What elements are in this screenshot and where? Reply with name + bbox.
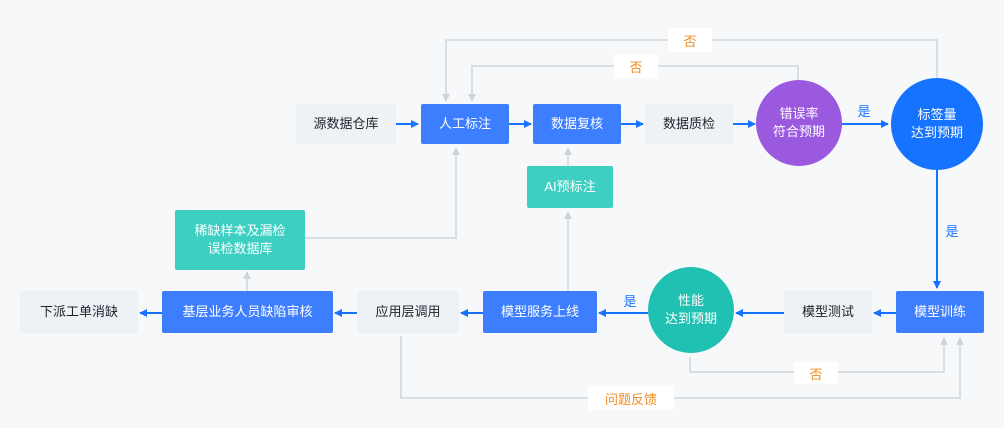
node-source-db-label: 源数据仓库 <box>313 116 379 131</box>
node-model-test: 模型测试 <box>784 291 872 333</box>
node-dispatch-text: 下派工单消缺 <box>39 304 118 319</box>
arrow-scarce-to-manual <box>305 147 460 239</box>
node-app-call: 应用层调用 <box>357 291 459 333</box>
node-app-call-text: 应用层调用 <box>375 304 441 319</box>
node-label-volume-line1: 标签量 <box>917 107 957 122</box>
node-performance-line2: 达到预期 <box>664 311 717 326</box>
node-error-rate-line2: 符合预期 <box>772 124 825 139</box>
node-performance: 性能 达到预期 <box>648 267 734 353</box>
node-data-qc: 数据质检 <box>645 104 733 144</box>
label-yes-train: 是 <box>945 223 959 239</box>
node-data-review: 数据复核 <box>533 104 621 144</box>
node-dispatch: 下派工单消缺 <box>20 291 138 333</box>
node-scarce-db: 稀缺样本及漏检 误检数据库 <box>175 210 305 270</box>
node-manual-label: 人工标注 <box>421 104 509 144</box>
node-model-test-text: 模型测试 <box>801 304 854 319</box>
loop-feedback <box>400 336 964 399</box>
label-yes-volume: 是 <box>857 103 871 119</box>
node-label-volume: 标签量 达到预期 <box>891 78 983 170</box>
node-model-deploy: 模型服务上线 <box>483 291 597 333</box>
label-no-bottom: 否 <box>794 362 838 384</box>
label-feedback: 问题反馈 <box>588 386 674 410</box>
node-error-rate: 错误率 符合预期 <box>756 80 842 166</box>
node-manual-label-text: 人工标注 <box>438 116 491 131</box>
node-source-db: 源数据仓库 <box>296 104 396 144</box>
node-data-review-text: 数据复核 <box>550 116 603 131</box>
label-no-top: 否 <box>668 28 712 52</box>
node-model-train: 模型训练 <box>896 291 984 333</box>
node-label-volume-line2: 达到预期 <box>910 125 963 140</box>
node-grassroots-audit: 基层业务人员缺陷审核 <box>162 291 333 333</box>
label-no-second: 否 <box>614 54 658 78</box>
node-ai-prelabel: AI预标注 <box>527 166 613 208</box>
node-ai-prelabel-text: AI预标注 <box>544 179 596 194</box>
node-model-train-text: 模型训练 <box>913 304 966 319</box>
node-scarce-db-line2: 误检数据库 <box>207 241 273 256</box>
label-yes-deploy: 是 <box>623 293 637 309</box>
node-grassroots-audit-text: 基层业务人员缺陷审核 <box>182 304 313 319</box>
node-data-qc-text: 数据质检 <box>662 116 715 131</box>
node-error-rate-line1: 错误率 <box>779 106 819 121</box>
node-performance-line1: 性能 <box>677 293 704 308</box>
node-scarce-db-line1: 稀缺样本及漏检 <box>194 223 286 238</box>
node-model-deploy-text: 模型服务上线 <box>500 304 579 319</box>
